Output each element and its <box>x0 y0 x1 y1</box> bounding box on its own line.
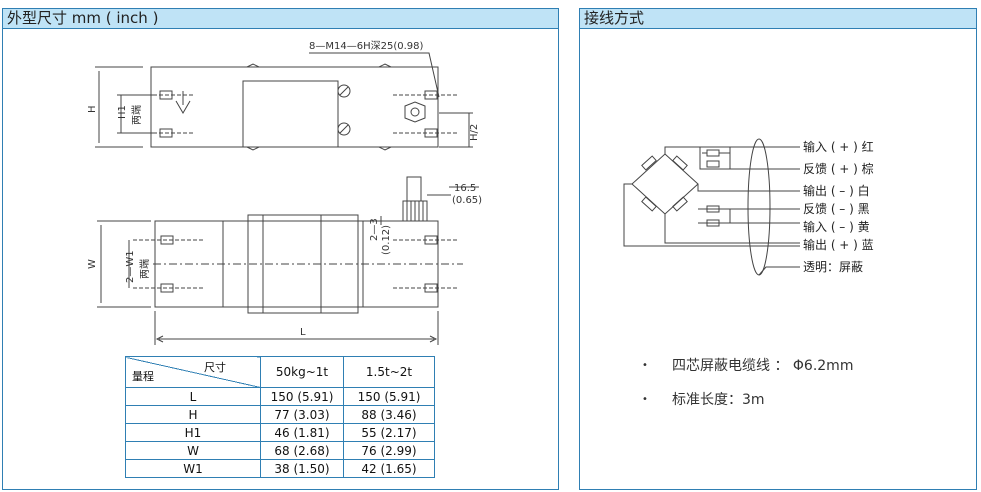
shield-label: 透明：屏蔽 <box>803 260 863 274</box>
wire-label: 输出 ( – ) 白 <box>803 183 870 198</box>
list-item: • 标准长度：3m <box>642 383 853 417</box>
table-row: H 77 (3.03) 88 (3.46) <box>125 405 435 424</box>
wire-label: 输入 ( – ) 黄 <box>803 219 870 234</box>
table-row: W1 38 (1.50) 42 (1.65) <box>125 459 435 478</box>
wiring-panel: 接线方式 <box>579 8 977 490</box>
row-label: W <box>125 441 261 460</box>
table-row: W 68 (2.68) 76 (2.99) <box>125 441 435 460</box>
column-header: 1.5t~2t <box>343 356 435 388</box>
two-ends-label-top: 两端 <box>130 105 143 125</box>
wire-label: 反馈 ( + ) 棕 <box>803 161 874 176</box>
table-row: H1 46 (1.81) 55 (2.17) <box>125 423 435 442</box>
list-item: • 四芯屏蔽电缆线 ： Φ6.2mm <box>642 349 853 383</box>
dim-012-label: (0.12) <box>381 225 392 255</box>
row-label: L <box>125 387 261 406</box>
row-label: W1 <box>125 459 261 478</box>
h-half-label: H/2 <box>469 124 480 141</box>
table-cell: 76 (2.99) <box>343 441 435 460</box>
table-cell: 150 (5.91) <box>260 387 344 406</box>
table-row: L 150 (5.91) 150 (5.91) <box>125 387 435 406</box>
top-view-body <box>150 66 439 148</box>
bridge-diamond <box>631 153 699 215</box>
spec-list: • 四芯屏蔽电缆线 ： Φ6.2mm • 标准长度：3m <box>642 349 853 417</box>
table-cell: 150 (5.91) <box>343 387 435 406</box>
dim-2-3-label: 2—3 <box>369 218 380 241</box>
wiring-panel-title: 接线方式 <box>580 9 976 29</box>
header-size: 尺寸 <box>204 361 226 374</box>
table-cell: 38 (1.50) <box>260 459 344 478</box>
h1-label: H1 <box>117 105 128 119</box>
cable-gland-nut <box>404 101 426 123</box>
table-cell: 42 (1.65) <box>343 459 435 478</box>
bullet-text: 标准长度：3m <box>672 392 765 408</box>
table-cell: 68 (2.68) <box>260 441 344 460</box>
top-view-center-plate <box>242 80 339 148</box>
dimensions-panel: 外型尺寸 mm ( inch ) <box>2 8 559 490</box>
bullet-icon: • <box>642 360 648 371</box>
l-label: L <box>300 327 306 338</box>
table-cell: 77 (3.03) <box>260 405 344 424</box>
table-cell: 46 (1.81) <box>260 423 344 442</box>
column-header: 50kg~1t <box>260 356 344 388</box>
header-range: 量程 <box>132 370 154 383</box>
dim-065-label: (0.65) <box>452 195 482 206</box>
w1-label: 2—W1 <box>125 250 136 283</box>
table-cell: 88 (3.46) <box>343 405 435 424</box>
wire-label: 输出 ( + ) 蓝 <box>803 237 874 252</box>
dim-165-label: 16.5 <box>454 183 476 194</box>
table-cell: 55 (2.17) <box>343 423 435 442</box>
h-label: H <box>87 105 98 113</box>
screw-head-bottom <box>337 122 351 136</box>
bullet-icon: • <box>642 394 648 405</box>
table-corner-cell: 尺寸 量程 <box>125 356 261 388</box>
row-label: H <box>125 405 261 424</box>
two-ends-label-bottom: 两端 <box>138 259 151 279</box>
bullet-text: 四芯屏蔽电缆线 ： Φ6.2mm <box>672 358 854 374</box>
thread-spec-label: 8—M14—6H深25(0.98) <box>309 40 423 52</box>
dimension-drawing: 8—M14—6H深25(0.98) H H1 两端 H/2 16.5 (0.65… <box>87 40 482 345</box>
wire-label: 输入 ( + ) 红 <box>803 139 874 154</box>
w-label: W <box>87 259 98 269</box>
cable-shield <box>747 138 771 276</box>
dimensions-panel-title: 外型尺寸 mm ( inch ) <box>3 9 558 29</box>
screw-head-top <box>337 84 351 98</box>
wiring-diagram: 输入 ( + ) 红 反馈 ( + ) 棕 输出 ( – ) 白 反馈 ( – … <box>623 138 874 276</box>
dimension-table: 尺寸 量程 50kg~1t 1.5t~2t L 150 (5.91) 150 (… <box>125 356 435 478</box>
wire-label: 反馈 ( – ) 黑 <box>803 202 870 216</box>
row-label: H1 <box>125 423 261 442</box>
